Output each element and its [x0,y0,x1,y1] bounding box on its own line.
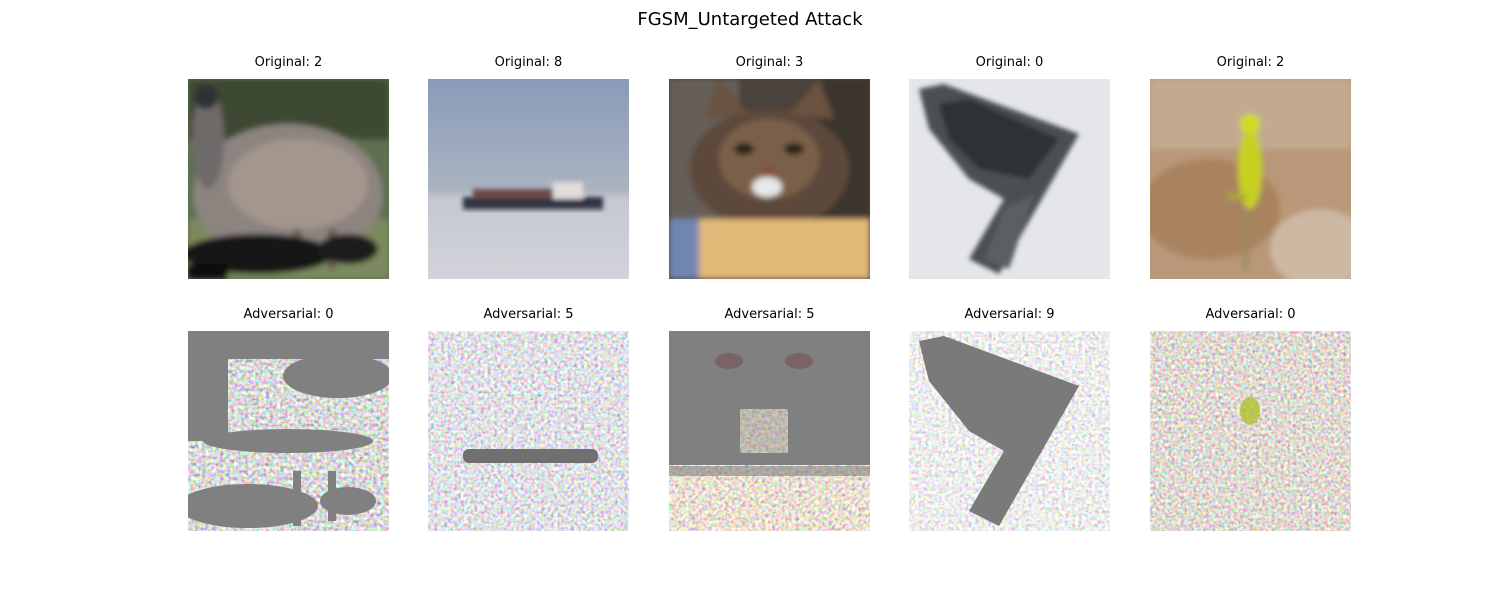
image-airplane-original [909,79,1110,279]
image-airplane-adversarial [909,331,1110,531]
figure-title: FGSM_Untargeted Attack [637,9,863,30]
panel-title: Original: 2 [254,55,323,70]
panel-title: Adversarial: 5 [483,307,574,322]
panel-original-4: Original: 0 [909,55,1110,279]
panel-original-3: Original: 3 [669,55,870,279]
image-bird-original [1150,79,1351,279]
panel-title: Adversarial: 0 [1205,307,1296,322]
image-cat-original [669,79,870,279]
image-bird-adversarial [1150,331,1351,531]
panel-title: Original: 8 [494,55,563,70]
image-ship-original [428,79,629,279]
panel-adversarial-5: Adversarial: 0 [1150,307,1351,531]
panel-title: Original: 0 [975,55,1044,70]
panel-title: Adversarial: 9 [964,307,1055,322]
panel-title: Adversarial: 5 [724,307,815,322]
panel-title: Adversarial: 0 [243,307,334,322]
image-ostrich-adversarial [188,331,389,531]
panel-original-1: Original: 2 [188,55,389,279]
panel-title: Original: 3 [735,55,804,70]
image-ostrich-original [188,79,389,279]
image-ship-adversarial [428,331,629,531]
panel-original-5: Original: 2 [1150,55,1351,279]
panel-original-2: Original: 8 [428,55,629,279]
panel-adversarial-3: Adversarial: 5 [669,307,870,531]
panel-title: Original: 2 [1216,55,1285,70]
panel-adversarial-2: Adversarial: 5 [428,307,629,531]
panel-adversarial-4: Adversarial: 9 [909,307,1110,531]
image-cat-adversarial [669,331,870,531]
panel-adversarial-1: Adversarial: 0 [188,307,389,531]
